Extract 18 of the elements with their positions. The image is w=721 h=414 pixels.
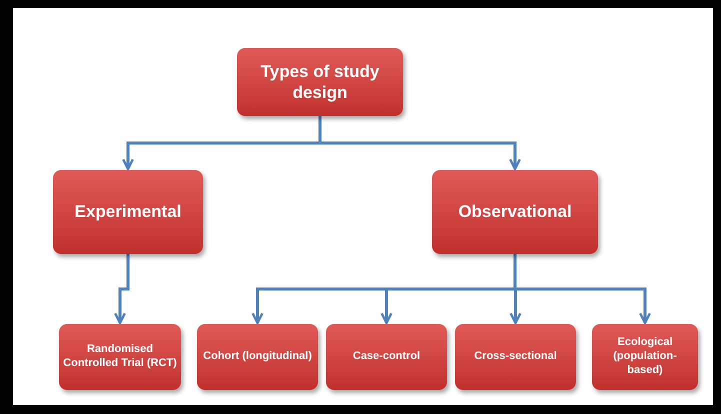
category-box [237, 48, 403, 116]
category-box [326, 324, 447, 390]
category-box [455, 324, 576, 390]
category-box [432, 170, 598, 254]
box-label: Cohort (longitudinal) [203, 350, 312, 364]
connector-arrow [114, 254, 130, 324]
category-box [53, 170, 203, 254]
box-label: Randomised Controlled Trial (RCT) [63, 343, 177, 371]
box-label: Types of study design [260, 60, 380, 104]
box-label: Experimental [74, 201, 182, 223]
category-box [59, 324, 181, 390]
connector-arrow [318, 116, 521, 170]
category-box [197, 324, 318, 390]
box-label: Ecological (population-based) [612, 336, 678, 378]
box-label: Case-control [352, 350, 420, 364]
box-label: Cross-sectional [474, 350, 557, 364]
box-label: Observational [458, 201, 572, 223]
category-box [592, 324, 698, 390]
